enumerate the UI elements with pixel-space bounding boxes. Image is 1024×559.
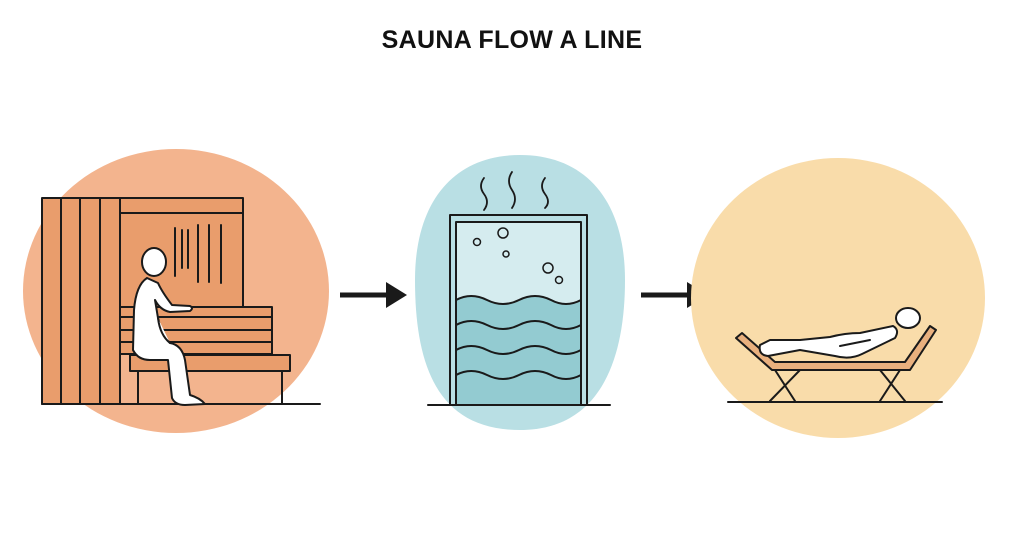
diagram-title: SAUNA FLOW A LINE	[381, 26, 643, 54]
arrow-right-icon	[340, 282, 407, 308]
rest-background-circle	[691, 158, 985, 438]
cold-plunge-step	[415, 155, 625, 430]
heat-lines-icon	[174, 224, 222, 284]
rest-step	[691, 158, 985, 438]
wave-lines	[455, 320, 582, 380]
sauna-step	[23, 149, 329, 433]
bubbles-icon	[472, 227, 564, 285]
reclining-person-icon	[758, 307, 921, 359]
seated-person-icon	[132, 247, 206, 406]
steam-icon	[480, 171, 549, 211]
lounger-icon	[735, 325, 937, 402]
